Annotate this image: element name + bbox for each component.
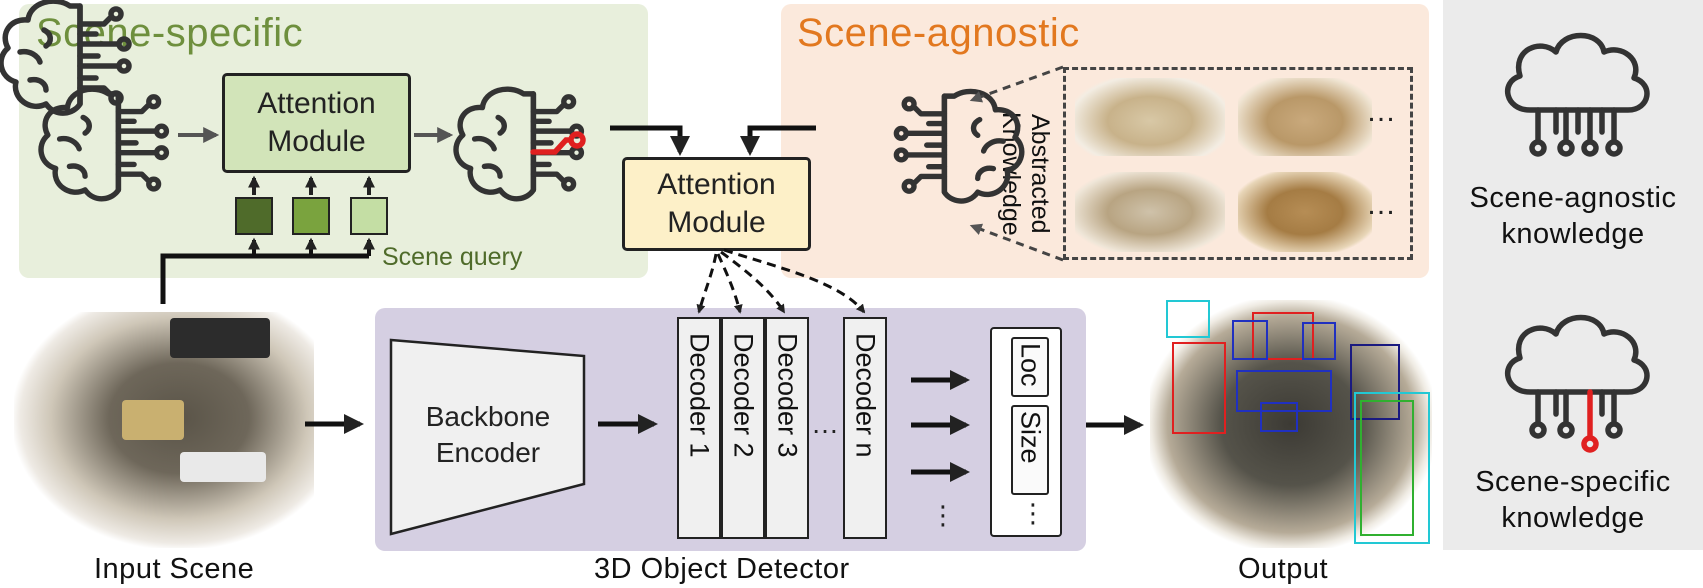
thumbnail-ellipsis-bottom: … <box>1366 188 1396 221</box>
cloud-icon-specific <box>1504 314 1650 439</box>
input-scene-furniture-2 <box>122 400 184 440</box>
scene-thumbnail-1 <box>1075 78 1225 156</box>
brain-highlight-red <box>530 131 586 155</box>
input-scene-caption: Input Scene <box>94 553 255 585</box>
cloud-icon-agnostic <box>1504 32 1650 157</box>
output-box-blue-2 <box>1302 322 1336 360</box>
legend-specific-label: Scene-specific knowledge <box>1475 466 1671 534</box>
output-box-cyan-2 <box>1354 392 1430 544</box>
dash-to-decoder-1 <box>696 253 718 314</box>
thumbnail-ellipsis-top: … <box>1366 95 1396 128</box>
decoder-1: Decoder 1 <box>677 317 721 539</box>
output-caption: Output <box>1238 553 1329 585</box>
query-feed-line <box>160 253 369 304</box>
output-box-blue-4 <box>1260 402 1298 432</box>
arrow-specific-to-center <box>610 125 690 156</box>
output-box-navy <box>1350 344 1400 420</box>
attention-module-left: Attention Module <box>222 73 411 173</box>
output-scene-image <box>1150 300 1432 548</box>
dash-to-decoder-n <box>723 248 866 314</box>
input-scene-furniture-3 <box>180 452 266 482</box>
output-box-red-2 <box>1252 312 1314 360</box>
dash-to-decoder-2 <box>716 253 743 314</box>
input-scene-furniture-1 <box>170 318 270 358</box>
arrows-ellipsis: ⋮ <box>930 500 956 530</box>
cloud-highlight-red <box>1581 389 1599 453</box>
legend-agnostic-label: Scene-agnostic knowledge <box>1469 182 1677 250</box>
decoder-3: Decoder 3 <box>765 317 809 539</box>
arrow-agnostic-to-center <box>740 125 816 156</box>
detector-caption: 3D Object Detector <box>594 553 850 585</box>
decoder-2: Decoder 2 <box>721 317 765 539</box>
scene-query-light <box>350 197 388 235</box>
decoder-3-label: Decoder 3 <box>772 333 803 458</box>
scene-thumbnails <box>1063 67 1413 260</box>
backbone-encoder-shape <box>389 338 586 536</box>
scene-agnostic-title: Scene-agnostic <box>797 11 1080 55</box>
attention-module-center: Attention Module <box>622 157 811 251</box>
arrow-abstract-top <box>969 65 1064 103</box>
output-head-size-label: Size <box>1015 411 1046 464</box>
output-box-cyan <box>1166 300 1210 338</box>
output-box-green <box>1360 400 1414 536</box>
scene-query-dark <box>235 197 273 235</box>
scene-thumbnail-4 <box>1238 172 1372 252</box>
scene-thumbnail-2 <box>1238 78 1372 156</box>
decoder-2-label: Decoder 2 <box>728 333 759 458</box>
brain-icon-left <box>41 89 166 199</box>
arrow-abstract-bottom <box>969 223 1064 262</box>
output-head-loc-label: Loc <box>1015 343 1046 387</box>
backbone-encoder-label: Backbone Encoder <box>425 401 551 468</box>
decoder-n: Decoder n <box>843 317 887 539</box>
scene-thumbnail-3 <box>1075 172 1225 252</box>
attention-module-left-label: Attention Module <box>257 87 376 158</box>
output-head-loc: Loc <box>1011 337 1049 397</box>
abstracted-knowledge-label: Abstracted Knowledge <box>997 112 1054 236</box>
decoder-n-label: Decoder n <box>850 333 881 458</box>
output-box-blue-3 <box>1236 370 1332 412</box>
output-box-blue-1 <box>1232 320 1268 360</box>
decoder-1-label: Decoder 1 <box>684 333 715 458</box>
legend-panel <box>1443 0 1703 550</box>
output-box-red-1 <box>1172 342 1226 434</box>
dash-to-decoder-3 <box>720 250 786 314</box>
attention-module-center-label: Attention Module <box>657 168 776 239</box>
output-heads-ellipsis: ⋮ <box>1020 498 1046 528</box>
decoder-ellipsis: … <box>811 408 839 439</box>
scene-query-mid <box>292 197 330 235</box>
brain-icon-agnostic <box>896 91 1021 201</box>
output-head-size: Size <box>1011 405 1049 495</box>
scene-query-label: Scene query <box>382 243 523 271</box>
